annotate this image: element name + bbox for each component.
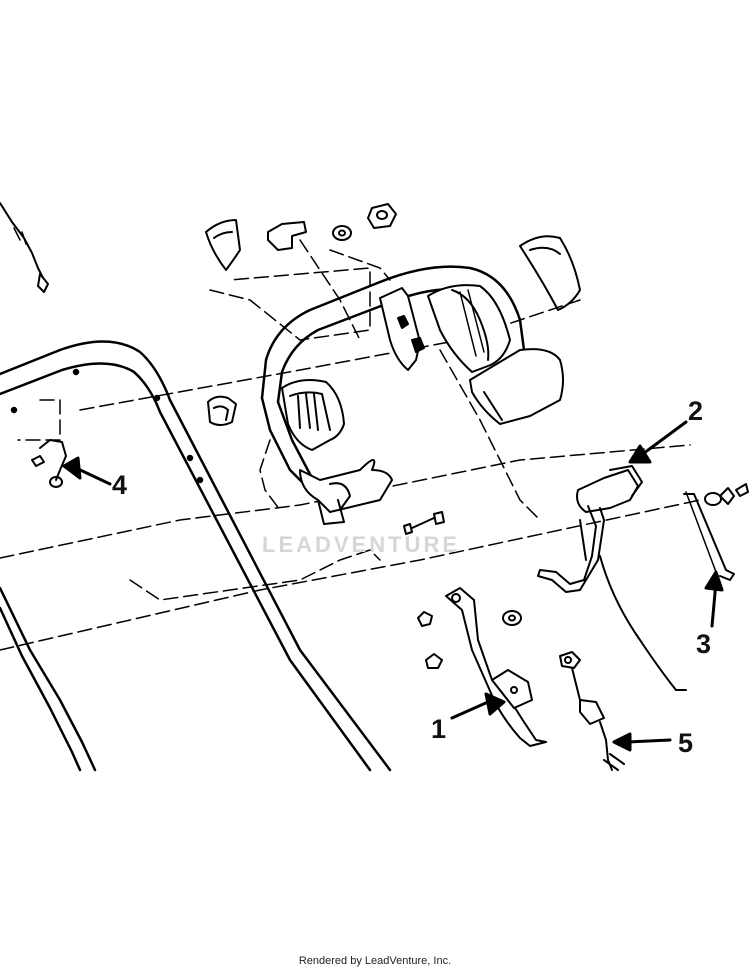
lower-handle-frame (0, 340, 392, 772)
arrow-to-part-4 (74, 466, 112, 486)
callout-5: 5 (678, 728, 694, 758)
cable-end (559, 651, 625, 771)
callout-1: 1 (431, 714, 447, 744)
top-nut (367, 203, 397, 229)
callout-2: 2 (688, 396, 704, 426)
top-clip (267, 221, 307, 251)
top-left-cable (0, 202, 49, 293)
right-handle-knob (519, 235, 581, 311)
bail-rod (683, 483, 749, 581)
footer-credit: Rendered by LeadVenture, Inc. (298, 955, 452, 967)
top-washer (332, 225, 352, 241)
center-bolt (403, 511, 445, 535)
assembly-lines (0, 239, 701, 651)
handle-bracket-plate (379, 287, 425, 371)
left-handle-knob (205, 219, 241, 271)
handle-side-clip (207, 395, 237, 426)
callout-4: 4 (112, 470, 128, 500)
left-grip-housing (281, 379, 393, 525)
arrow-to-part-2 (638, 420, 688, 458)
left-wire-harness (31, 439, 67, 488)
callout-3: 3 (696, 629, 712, 659)
arrow-to-part-1 (450, 700, 490, 720)
control-lever (537, 465, 687, 691)
right-grip-housing (427, 284, 564, 425)
callout-arrows (62, 420, 724, 752)
watermark: LEADVENTURE (262, 532, 461, 557)
arrow-to-part-5 (626, 738, 672, 744)
